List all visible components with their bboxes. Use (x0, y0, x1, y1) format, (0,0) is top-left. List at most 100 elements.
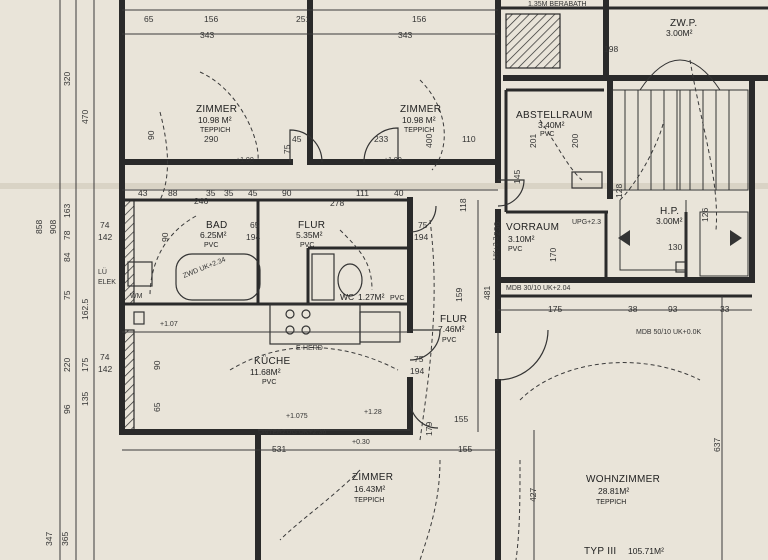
dim-misc-6: 400 (424, 134, 434, 148)
dim-left-10: 175 (80, 358, 90, 372)
dim-misc-15: 111 (356, 188, 369, 198)
dim-misc-11: 35 (224, 188, 234, 198)
dim-misc-2: 45 (292, 134, 302, 144)
dim-misc-35: 130 (668, 242, 682, 252)
room-area-bad: 6.25M² (200, 230, 227, 240)
dim-misc-3: 75 (282, 144, 292, 154)
dim-left-12: 135 (80, 392, 90, 406)
dim-left-1: 470 (80, 110, 90, 124)
room-name-vorraum: VORRAUM (506, 222, 559, 233)
room-area-zwp: 3.00M² (666, 28, 693, 38)
level-4: +0.30 (352, 439, 370, 446)
wc-bowl (337, 263, 363, 297)
dim-misc-12: 45 (248, 188, 258, 198)
dim-left-3: 908 (48, 220, 58, 234)
note-door: 1.35M BERABATH (528, 1, 587, 8)
kitchen-sink (359, 311, 401, 343)
room-area-wc: 1.27M² (358, 292, 385, 302)
dim-misc-30: 200 (570, 134, 580, 148)
note-wm: WM (130, 293, 143, 300)
staircase (611, 59, 749, 277)
shaft-hatched (505, 13, 561, 69)
dim-misc-40: 74 (100, 352, 110, 362)
dim-left-14: 365 (60, 532, 70, 546)
dim-misc-23: 194 (414, 232, 428, 242)
room-area-wohnzimmer: 28.81M² (598, 486, 629, 496)
dim-misc-37: 93 (668, 304, 678, 314)
dim-misc-28: 145 (512, 170, 522, 184)
room-area-flur2: 7.46M² (438, 324, 465, 334)
dim-top-4: 156 (412, 14, 426, 24)
room-name-bad: BAD (206, 220, 227, 231)
room-name-wc: WC (340, 292, 354, 302)
dim-misc-22: 75 (418, 220, 428, 230)
room-area-zimmer3: 16.43M² (354, 484, 385, 494)
room-material-vorraum: PVC (508, 246, 522, 253)
note-uk: UK+2.3 (493, 236, 500, 260)
dim-top-0: 65 (144, 14, 154, 24)
note-upg: UPG+2.3 (572, 219, 601, 226)
room-name-flur2: FLUR (440, 314, 467, 325)
note-elek: ELEK (98, 279, 116, 286)
room-name-flur1: FLUR (298, 220, 325, 231)
dim-misc-13: 90 (282, 188, 292, 198)
room-area-flur1: 5.35M² (296, 230, 323, 240)
room-area-zimmer1: 10.98 M² (198, 115, 232, 125)
dim-misc-33: 128 (614, 184, 624, 198)
room-name-zimmer3: ZIMMER (352, 472, 393, 483)
dim-misc-34: 126 (700, 208, 710, 222)
dim-misc-26: 481 (482, 286, 492, 300)
room-material-bad: PVC (204, 242, 218, 249)
dim-misc-41: 142 (98, 364, 112, 374)
room-labels: ZIMMER 10.98 M² TEPPICH ZIMMER 10.98 M² … (196, 18, 697, 557)
dim-misc-27: 236 (492, 222, 502, 236)
room-name-zimmer2: ZIMMER (400, 104, 441, 115)
socket-box (133, 311, 145, 325)
note-unterzug: UNTERZUG UK+2.36 (258, 429, 326, 436)
dim-misc-25: 159 (454, 288, 464, 302)
dim-left-0: 320 (62, 72, 72, 86)
room-material-abstellraum: PVC (540, 131, 554, 138)
level-1: +1.07 (160, 321, 178, 328)
room-name-wohnzimmer: WOHNZIMMER (586, 474, 660, 485)
dim-misc-50: 427 (528, 488, 538, 502)
dim-left-5: 78 (62, 230, 72, 240)
room-name-kueche: KÜCHE (254, 355, 291, 367)
level-marks: +1.00 +1.07 +1.075 +1.28 +0.30 +1.00 (160, 157, 402, 446)
dim-misc-0: 90 (146, 130, 156, 140)
dim-misc-21: 142 (98, 232, 112, 242)
room-material-wc: PVC (390, 295, 404, 302)
dim-misc-4: 233 (374, 134, 388, 144)
dim-misc-24: 118 (458, 198, 468, 212)
dim-misc-32: 198 (604, 44, 618, 54)
room-name-zwp: ZW.P. (670, 18, 697, 29)
level-3: +1.28 (364, 409, 382, 416)
room-material-zimmer1: TEPPICH (200, 127, 230, 134)
dim-left-2: 858 (34, 220, 44, 234)
dim-misc-16: 40 (394, 188, 404, 198)
room-material-flur1: PVC (300, 242, 314, 249)
fixtures (127, 171, 603, 345)
dim-top-1: 156 (204, 14, 218, 24)
washer (127, 261, 153, 287)
dim-misc-18: 65 (250, 220, 260, 230)
room-name-abstellraum: ABSTELLRAUM (516, 110, 593, 121)
room-material-kueche: PVC (262, 379, 276, 386)
dim-left-11: 96 (62, 404, 72, 414)
room-area-abstellraum: 3.40M² (538, 120, 565, 130)
dim-misc-31: 170 (548, 248, 558, 262)
dim-misc-38: 38 (628, 304, 638, 314)
dim-misc-7: 246 (194, 196, 208, 206)
dim-top-2: 251 (296, 14, 310, 24)
room-area-vorraum: 3.10M² (508, 234, 535, 244)
note-eherd: E-HERD (296, 345, 323, 352)
dimension-text-left: 320 470 858 908 163 78 84 75 162.5 220 1… (34, 72, 90, 546)
bathtub (175, 253, 261, 301)
dimension-text-top: 65 156 251 343 156 343 (144, 14, 426, 40)
wc-cistern (311, 253, 335, 301)
wall-hatched-left (123, 199, 135, 305)
room-material-zimmer2: TEPPICH (404, 127, 434, 134)
dim-misc-43: 65 (152, 402, 162, 412)
dim-top-5: 343 (398, 30, 412, 40)
dim-misc-42: 90 (152, 360, 162, 370)
